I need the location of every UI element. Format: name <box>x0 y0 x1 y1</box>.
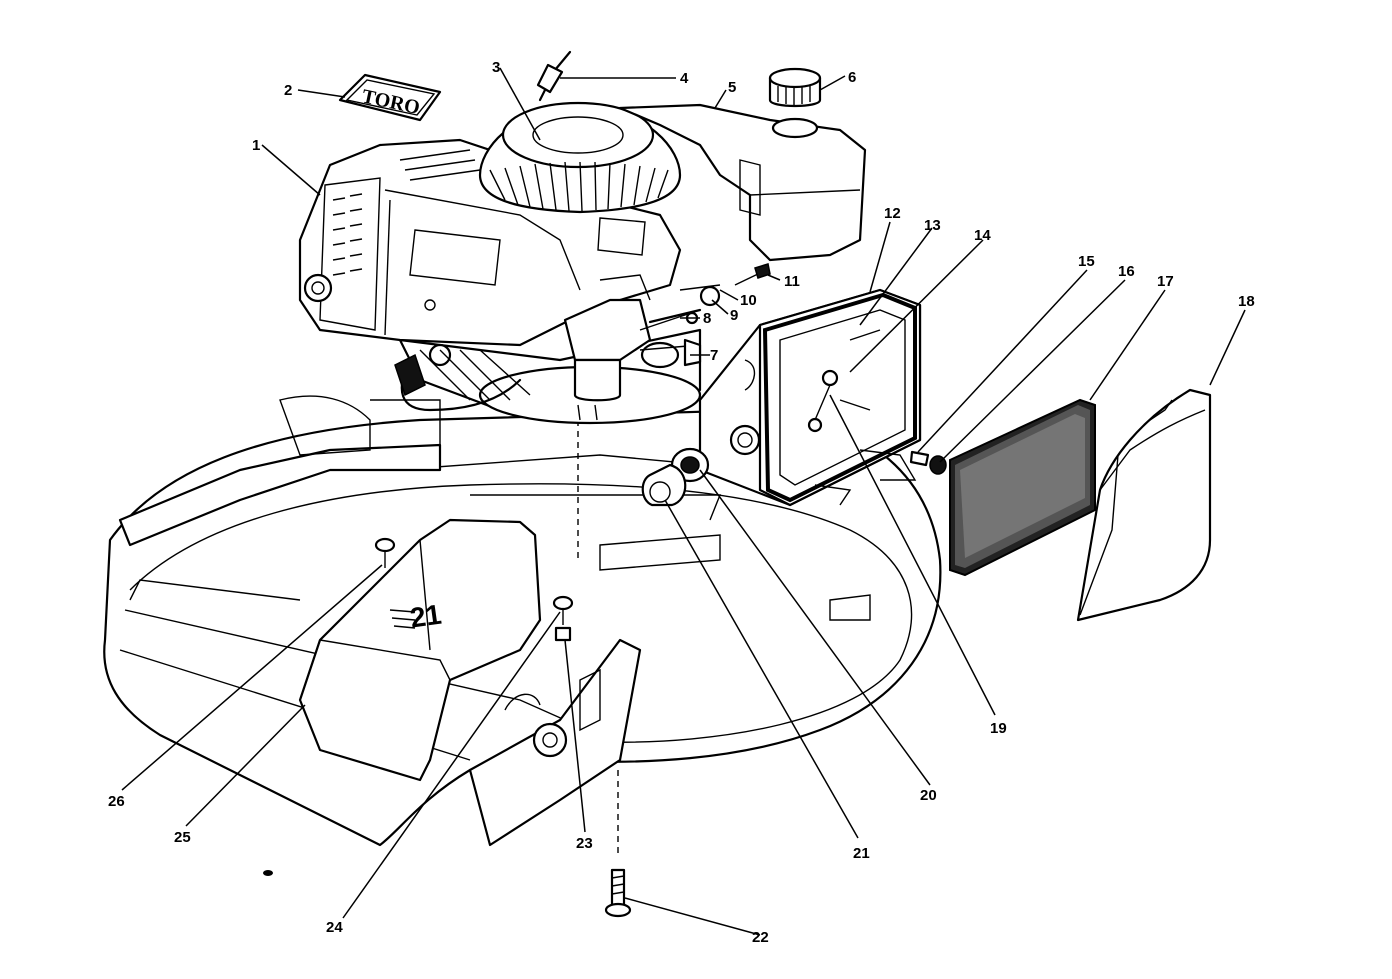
callout-4: 4 <box>680 70 689 87</box>
callout-21: 21 <box>853 845 870 862</box>
recoil-starter <box>478 101 682 214</box>
throttle-cable <box>536 50 572 102</box>
shroud-screw-left <box>374 537 396 568</box>
callout-17: 17 <box>1157 273 1174 290</box>
callout-19: 19 <box>990 720 1007 737</box>
leader-lines <box>121 67 1246 936</box>
callout-numbers: 1 2 3 4 5 6 7 8 9 10 11 12 13 14 15 16 1… <box>108 59 1255 946</box>
callout-11: 11 <box>784 273 800 290</box>
callout-20: 20 <box>920 787 937 804</box>
deck-bolt <box>604 868 632 918</box>
air-cleaner-screw <box>909 450 930 467</box>
callout-15: 15 <box>1078 253 1095 270</box>
breather-cap <box>641 463 687 507</box>
callout-3: 3 <box>492 59 500 76</box>
air-filter-foam <box>949 398 1096 577</box>
callout-26: 26 <box>108 793 125 810</box>
callout-5: 5 <box>728 79 736 96</box>
callout-14: 14 <box>974 227 991 244</box>
callout-9: 9 <box>730 307 738 324</box>
air-cleaner-cover <box>1076 388 1212 622</box>
callout-18: 18 <box>1238 293 1255 310</box>
callout-7: 7 <box>710 347 718 364</box>
fuel-tank <box>618 103 867 262</box>
callout-13: 13 <box>924 217 941 234</box>
callout-24: 24 <box>326 919 343 936</box>
callout-16: 16 <box>1118 263 1135 280</box>
callout-6: 6 <box>848 69 856 86</box>
rear-shroud: 21 <box>298 518 542 782</box>
carburetor <box>563 274 702 421</box>
callout-2: 2 <box>284 82 292 99</box>
toro-decal: TORO <box>338 73 442 122</box>
callout-23: 23 <box>576 835 593 852</box>
shroud-nut <box>554 626 572 642</box>
callout-25: 25 <box>174 829 191 846</box>
callout-10: 10 <box>740 292 757 309</box>
callout-8: 8 <box>703 310 711 327</box>
stray-mark <box>263 870 273 876</box>
callout-12: 12 <box>884 205 901 222</box>
fuel-cap <box>768 67 822 108</box>
callout-1: 1 <box>252 137 260 154</box>
choke-linkage <box>639 263 771 331</box>
shroud-screw-right <box>552 595 574 625</box>
callout-22: 22 <box>752 929 769 946</box>
